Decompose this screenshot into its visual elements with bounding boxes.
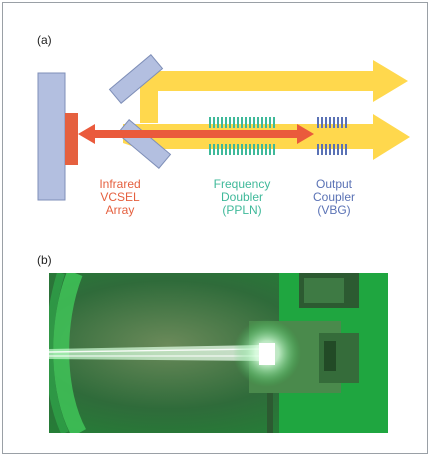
laser-photo — [49, 273, 388, 433]
panel-b-label: (b) — [37, 253, 52, 267]
output-coupler-label: Output Coupler (VBG) — [312, 177, 356, 217]
vbg-coupler — [317, 117, 347, 155]
ppln-crystal — [209, 117, 275, 155]
panel-a-label: (a) — [37, 33, 52, 47]
laser-photo-illustration — [49, 273, 388, 433]
vcsel-substrate — [37, 72, 66, 201]
laser-schematic — [37, 54, 410, 201]
frequency-doubler-label: Frequency Doubler (PPLN) — [213, 177, 271, 217]
infrared-beam — [78, 124, 314, 144]
figure-frame: (a) (b) — [2, 2, 428, 454]
vcsel-emitter — [65, 113, 78, 165]
upper-mirror — [108, 54, 164, 104]
green-beam-upper — [140, 60, 408, 123]
infrared-vcsel-label: Infrared VCSEL Array — [99, 177, 141, 217]
